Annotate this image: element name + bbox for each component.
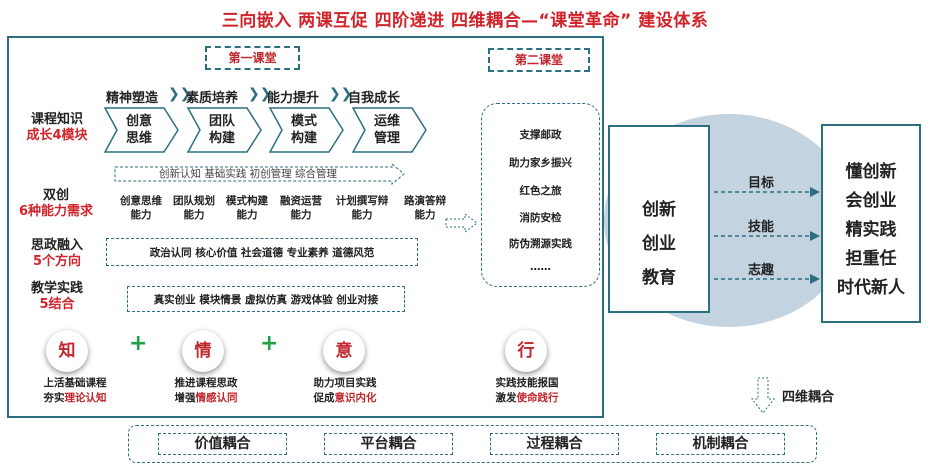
arrow-right-icon: [445, 213, 478, 233]
second-item-1: 支撑邮政: [519, 129, 562, 141]
management-arrow: [114, 163, 405, 185]
ideology-row: 政治认同 核心价值 社会道德 专业素养 道德风范: [149, 247, 375, 259]
second-item-5: 防伪溯源实践: [509, 238, 572, 250]
caption-action: 实践技能报国激发使命践行: [495, 377, 559, 404]
page-title: 三向嵌入 两课互促 四阶递进 四维耦合—“课堂革命” 建设体系: [221, 11, 709, 31]
practice-box: [127, 286, 405, 312]
phase-2: 素质培养: [186, 91, 239, 106]
chevron-right-icon: ❯❯: [329, 86, 353, 102]
goals-box: [821, 124, 921, 323]
goals-list: 懂创新会创业精实践担重任时代新人: [837, 162, 905, 298]
four-dim-label: 四维耦合: [782, 390, 835, 405]
phase-4: 自我成长: [348, 91, 401, 106]
circle-knowledge: 知: [46, 330, 88, 372]
phase-3: 能力提升: [267, 91, 320, 106]
second-class-tag: 第二课堂: [488, 48, 590, 72]
module-2: 团队构建: [208, 114, 235, 146]
caption-knowledge: 上活基础课程夯实理论认知: [43, 377, 107, 404]
ability-4: 融资运营能力: [280, 195, 322, 221]
ability-3: 模式构建能力: [226, 195, 268, 221]
flow-skill: 技能: [748, 220, 775, 235]
second-item-2: 助力家乡振兴: [509, 157, 572, 169]
coupling-platform: 平台耦合: [324, 433, 453, 455]
coupling-process: 过程耦合: [490, 433, 619, 455]
management-row: 创新认知 基础实践 初创管理 综合管理: [158, 168, 337, 180]
caption-emotion: 推进课程思政增强情感认同: [174, 377, 238, 404]
coupling-mechanism: 机制耦合: [656, 433, 785, 455]
module-arrow-2: [186, 107, 262, 153]
flow-arrows: [714, 187, 820, 284]
plus-icon: +: [129, 331, 148, 356]
module-4: 运维管理: [373, 114, 400, 146]
circle-action: 行: [505, 330, 547, 372]
coupling-frame: [128, 425, 817, 463]
ideology-box: [106, 238, 418, 266]
ability-1: 创意思维能力: [120, 195, 162, 221]
practice-row: 真实创业 模块情景 虚拟仿真 游戏体验 创业对接: [153, 294, 379, 306]
module-arrow-1: [104, 107, 179, 153]
category-course-knowledge: 课程知识成长4模块: [26, 112, 88, 143]
coupling-value: 价值耦合: [158, 433, 287, 455]
education-box: [608, 125, 710, 313]
arrow-down-icon: [751, 377, 775, 414]
second-item-6: ……: [530, 261, 551, 273]
module-3: 模式构建: [290, 114, 317, 146]
flow-goal: 目标: [748, 176, 775, 191]
module-1: 创意思维: [125, 114, 152, 146]
module-arrow-3: [268, 107, 344, 153]
first-class-tag: 第一课堂: [205, 46, 300, 70]
first-class-frame: [7, 36, 604, 418]
phase-1: 精神塑造: [106, 91, 159, 106]
second-item-4: 消防安检: [519, 212, 562, 224]
second-class-panel: [481, 103, 600, 287]
education-label: 创新创业教育: [642, 200, 676, 288]
second-item-3: 红色之旅: [519, 185, 562, 197]
plus-icon: +: [260, 331, 279, 356]
module-arrows: [104, 107, 427, 153]
flow-interest: 志趣: [748, 263, 775, 278]
module-arrow-4: [351, 107, 427, 153]
circle-will: 意: [323, 330, 365, 372]
ability-5: 计划撰写辩能力: [335, 195, 389, 221]
ability-2: 团队规划能力: [173, 195, 215, 221]
ability-6: 路演答辩能力: [404, 195, 446, 221]
caption-will: 助力项目实践促成意识内化: [313, 377, 377, 404]
chevron-right-icon: ❯❯: [248, 86, 272, 102]
circle-emotion: 情: [182, 330, 224, 372]
chevron-right-icon: ❯❯: [168, 86, 192, 102]
